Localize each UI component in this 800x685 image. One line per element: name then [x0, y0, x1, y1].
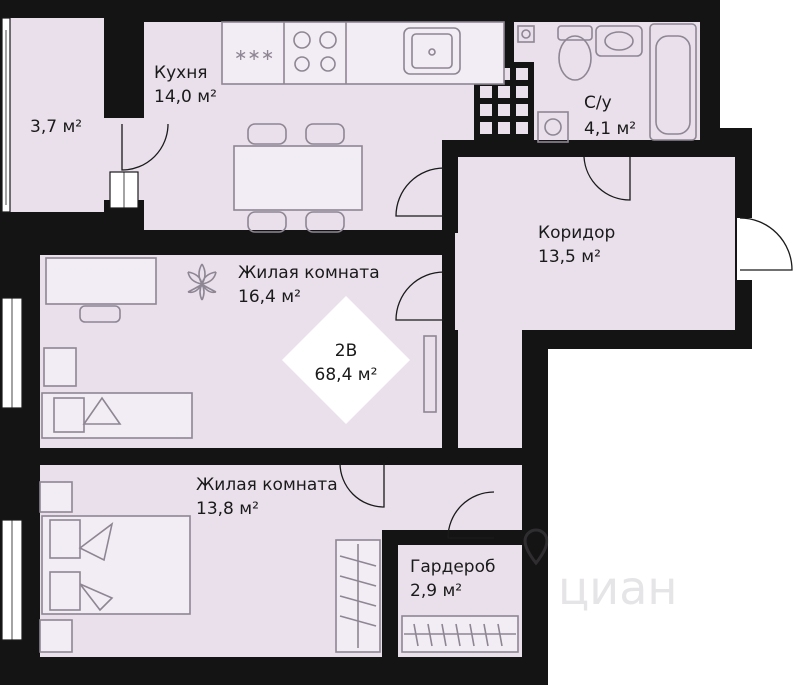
bed-single — [41, 392, 193, 439]
living1-name: Жилая комната — [238, 263, 380, 283]
wardrobe-door — [447, 491, 495, 539]
corridor-kitchen-door — [395, 167, 445, 217]
svg-text:∗∗∗: ∗∗∗ — [234, 45, 274, 64]
balcony-area: 3,7 м² — [30, 117, 82, 137]
room-labels: 3,7 м² Кухня 14,0 м² С/у 4,1 м² Коридор … — [30, 63, 636, 601]
wardrobe-name: Гардероб — [410, 557, 495, 577]
nightstand-bottom — [39, 619, 73, 653]
plant-icon — [187, 263, 217, 301]
watermark-text: циан — [558, 561, 677, 615]
living2-door — [339, 462, 385, 508]
apartment-type: 2В — [335, 341, 357, 361]
bathroom-door — [583, 156, 631, 201]
bathroom-fixtures — [517, 23, 697, 143]
living1-door — [395, 271, 445, 321]
dining-table — [233, 145, 363, 211]
apartment-total-area: 68,4 м² — [315, 365, 378, 385]
entrance-door — [739, 217, 793, 271]
corridor-name: Коридор — [538, 223, 615, 243]
kitchen-furniture: ∗∗∗ — [221, 21, 505, 233]
balcony-floor — [8, 18, 104, 212]
kitchen-door — [121, 123, 169, 171]
windows — [1, 17, 139, 641]
wardrobe-area: 2,9 м² — [410, 581, 462, 601]
living2-area: 13,8 м² — [196, 499, 259, 519]
living2-furniture — [39, 481, 381, 653]
location-pin-icon — [523, 528, 549, 566]
doors — [121, 123, 793, 539]
bathroom-floor — [514, 22, 700, 142]
bed-double — [41, 515, 191, 615]
kitchen-name: Кухня — [154, 63, 208, 83]
corridor-floor — [455, 157, 735, 530]
watermark: циан — [523, 528, 677, 615]
kitchen-area: 14,0 м² — [154, 87, 217, 107]
living1-furniture — [41, 257, 437, 439]
apartment-badge: 2В 68,4 м² — [282, 296, 410, 424]
wardrobe-rail — [401, 615, 519, 653]
living1-area: 16,4 м² — [238, 287, 301, 307]
nightstand-top — [39, 481, 73, 513]
corridor-area: 13,5 м² — [538, 247, 601, 267]
bathroom-area: 4,1 м² — [584, 119, 636, 139]
desk — [45, 257, 157, 305]
bathroom-name: С/у — [584, 93, 612, 113]
living2-name: Жилая комната — [196, 475, 338, 495]
